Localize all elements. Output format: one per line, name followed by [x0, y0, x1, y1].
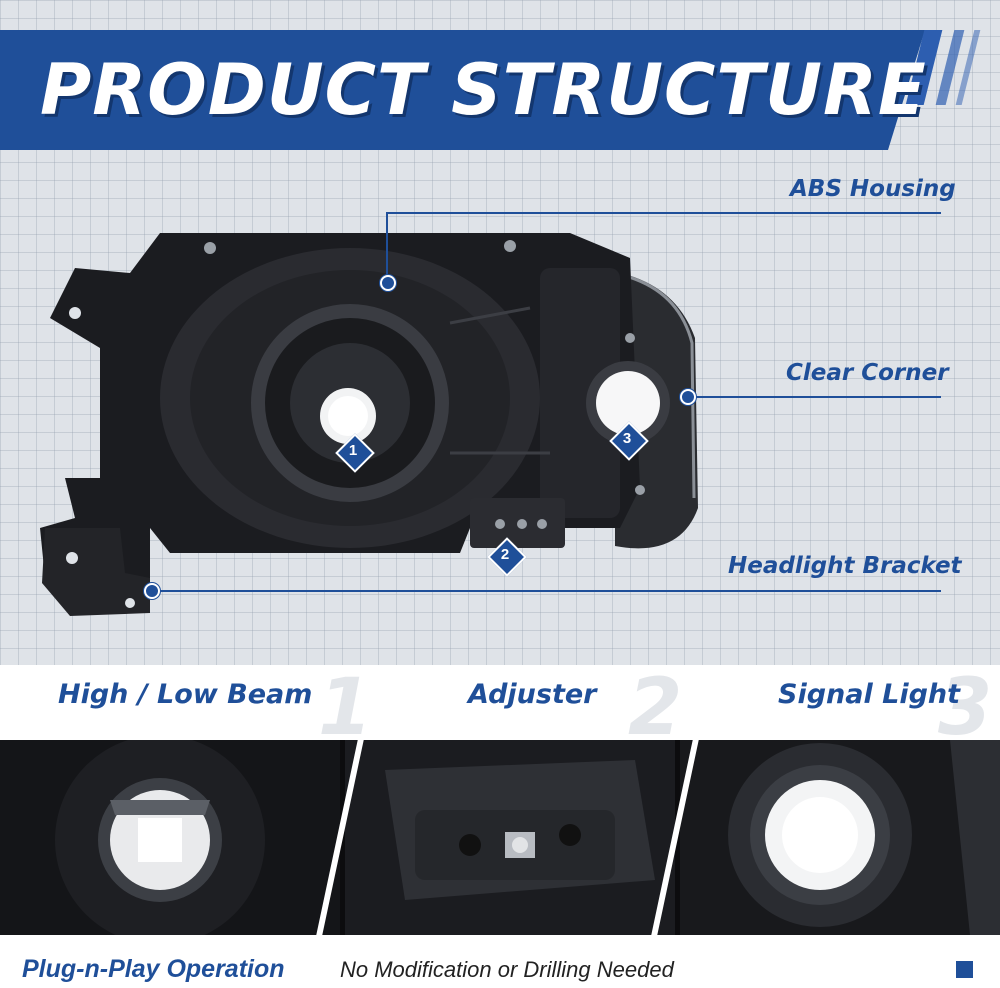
abs-housing-dot [380, 275, 396, 291]
adjuster-photo [345, 740, 675, 935]
headlight-bracket-dot [144, 583, 160, 599]
footer-square-icon [956, 961, 973, 978]
feature-label-row: 1 High / Low Beam 2 Adjuster 3 Signal Li… [0, 663, 1000, 753]
footer-highlight: Plug-n-Play Operation [22, 955, 285, 983]
marker-1: 1 [335, 433, 375, 473]
clear-corner-leader [688, 396, 941, 398]
page-title: PRODUCT STRUCTURE [40, 49, 927, 131]
marker-3: 3 [609, 421, 649, 461]
high-low-beam-photo [0, 740, 340, 935]
title-banner [0, 30, 925, 150]
detail-photo-strip [0, 740, 1000, 935]
headlight-bracket-leader [152, 590, 941, 592]
headlight-illustration [40, 233, 698, 616]
feature-label-adjuster: Adjuster [468, 679, 597, 710]
abs-housing-leader-vertical [386, 212, 388, 282]
headlight-bracket-label: Headlight Bracket [728, 553, 962, 579]
feature-number-2: 2 [628, 663, 683, 753]
clear-corner-label: Clear Corner [786, 360, 949, 386]
feature-label-high-low-beam: High / Low Beam [58, 679, 313, 710]
marker-2: 2 [487, 537, 527, 577]
feature-number-1: 1 [318, 663, 373, 753]
clear-corner-dot [680, 389, 696, 405]
feature-number-3: 3 [938, 663, 993, 753]
abs-housing-label: ABS Housing [790, 176, 956, 202]
footer-bar: Plug-n-Play Operation No Modification or… [0, 935, 1000, 988]
signal-light-photo [680, 740, 1000, 935]
feature-label-signal-light: Signal Light [778, 679, 961, 710]
footer-description: No Modification or Drilling Needed [340, 957, 674, 982]
abs-housing-leader-horizontal [386, 212, 941, 214]
